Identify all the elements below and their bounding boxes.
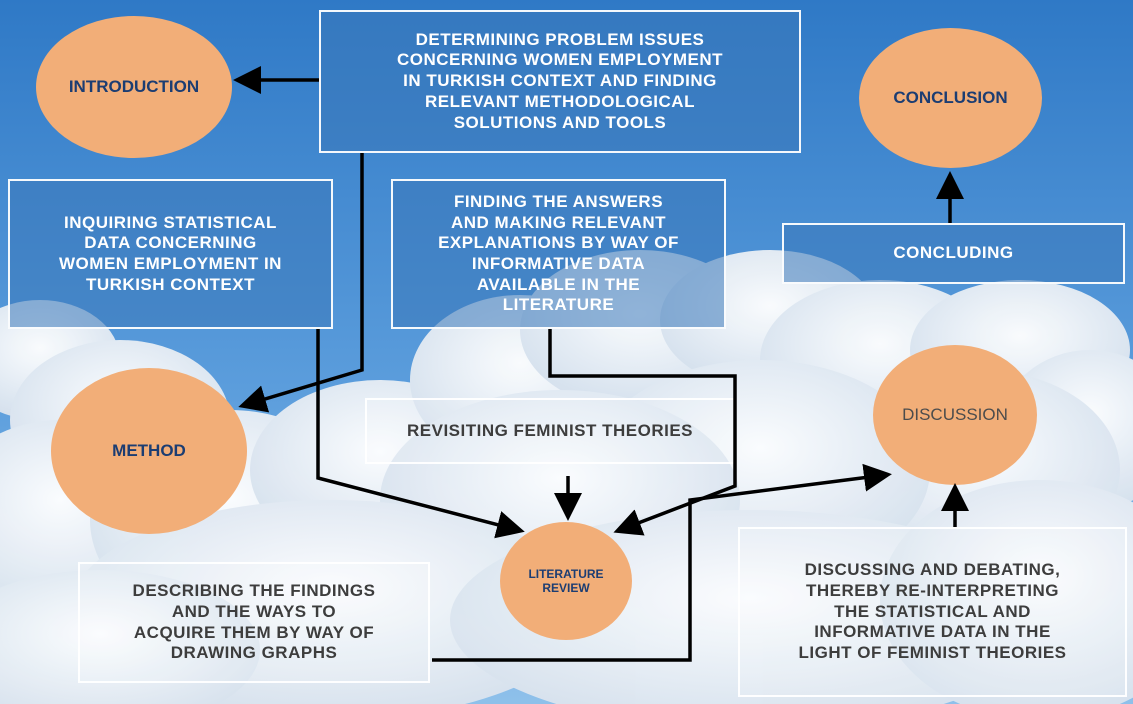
concluding-box: CONCLUDING: [782, 223, 1125, 284]
method-node: METHOD: [51, 368, 247, 534]
literature-review-node: LITERATURE REVIEW: [500, 522, 632, 640]
describing-findings-box: DESCRIBING THE FINDINGS AND THE WAYS TO …: [78, 562, 430, 683]
finding-answers-box: FINDING THE ANSWERS AND MAKING RELEVANT …: [391, 179, 726, 329]
introduction-node: INTRODUCTION: [36, 16, 232, 158]
discussion-node: DISCUSSION: [873, 345, 1037, 485]
determining-problem-box: DETERMINING PROBLEM ISSUES CONCERNING WO…: [319, 10, 801, 153]
conclusion-node: CONCLUSION: [859, 28, 1042, 168]
revisiting-theories-box: REVISITING FEMINIST THEORIES: [365, 398, 735, 464]
discussing-debating-box: DISCUSSING AND DEBATING, THEREBY RE-INTE…: [738, 527, 1127, 697]
inquiring-statistical-box: INQUIRING STATISTICAL DATA CONCERNING WO…: [8, 179, 333, 329]
